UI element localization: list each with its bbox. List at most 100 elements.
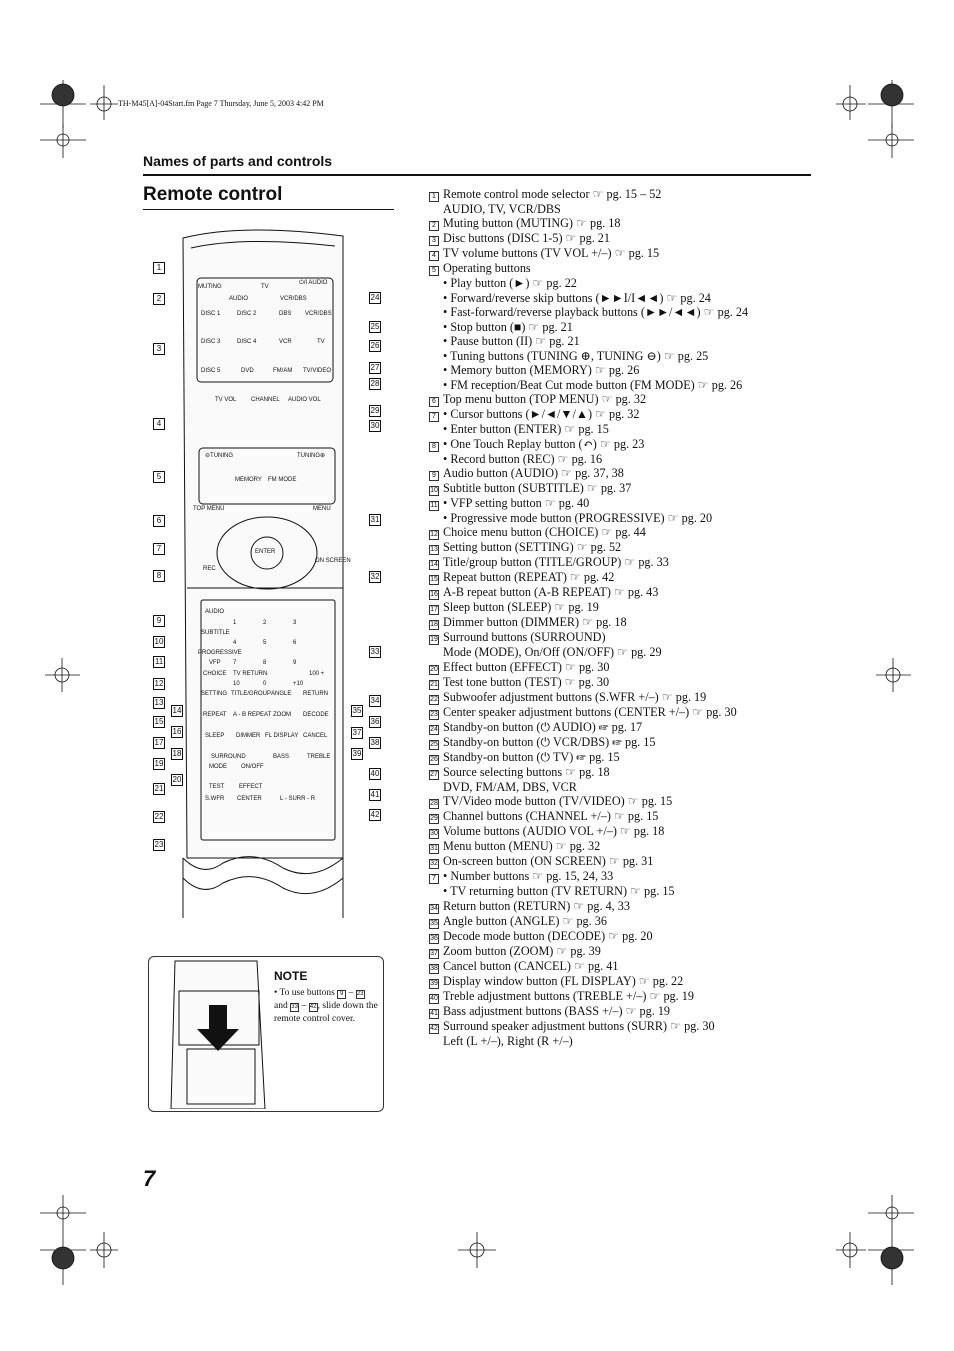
audiovol-label: AUDIO VOL	[288, 397, 321, 403]
part-number-box: 13	[429, 545, 439, 556]
surr-label: L - SURR - R	[280, 796, 316, 802]
callout-17: 17	[153, 737, 165, 749]
parts-list-line: 8 • One Touch Replay button (↶) ☞ pg. 23	[429, 437, 819, 452]
disc4-label: DISC 4	[237, 339, 257, 345]
crop-mark-bottom-center	[458, 1232, 496, 1268]
part-description: • Fast-forward/reverse playback buttons …	[443, 305, 749, 320]
note-text-b: , slide down the remote control cover.	[274, 1001, 378, 1024]
callout-1: 1	[153, 262, 165, 274]
parts-list-line: • Record button (REC) ☞ pg. 16	[429, 452, 819, 466]
setting-label: SETTING	[201, 691, 228, 697]
part-number-box: 21	[429, 679, 439, 690]
part-number-box: 7	[429, 874, 439, 885]
slide-cover-illustration	[170, 960, 266, 1109]
part-number-box: 32	[429, 859, 439, 870]
part-description: Surround buttons (SURROUND)	[443, 630, 606, 645]
part-description: A-B repeat button (A-B REPEAT) ☞ pg. 43	[443, 585, 659, 600]
part-number-box: 24	[429, 724, 439, 735]
part-description: • One Touch Replay button (↶) ☞ pg. 23	[443, 436, 645, 451]
part-description: Repeat button (REPEAT) ☞ pg. 42	[443, 570, 615, 585]
part-description: On-screen button (ON SCREEN) ☞ pg. 31	[443, 854, 654, 869]
part-description: Source selecting buttons ☞ pg. 18	[443, 764, 610, 779]
subtitle-label: SUBTITLE	[201, 630, 230, 636]
callout-7: 7	[153, 543, 165, 555]
part-number-box: 4	[429, 251, 439, 262]
tv-power-label: TV	[317, 339, 325, 345]
part-description: TV/Video mode button (TV/VIDEO) ☞ pg. 15	[443, 794, 673, 809]
angle-label: ANGLE	[271, 691, 292, 697]
mode-label: MODE	[209, 764, 227, 770]
parts-list-line: • Progressive mode button (PROGRESSIVE) …	[429, 511, 819, 525]
num-8: 8	[263, 660, 267, 666]
parts-list-line: • Tuning buttons (TUNING ⊕, TUNING ⊖) ☞ …	[429, 349, 819, 363]
part-description: Center speaker adjustment buttons (CENTE…	[443, 704, 737, 719]
parts-list-line: 12 Choice menu button (CHOICE) ☞ pg. 44	[429, 525, 819, 541]
part-description: Display window button (FL DISPLAY) ☞ pg.…	[443, 973, 684, 988]
part-number-box: 35	[429, 918, 439, 929]
part-description: • Cursor buttons (►/◄/▼/▲) ☞ pg. 32	[443, 407, 640, 422]
crop-mark-bottom-left	[40, 1195, 118, 1285]
enter-label: ENTER	[255, 549, 276, 555]
callout-3: 3	[153, 343, 165, 355]
note-box-9: 9	[337, 990, 347, 999]
callout-38: 38	[369, 737, 381, 749]
tvvol-label: TV VOL	[215, 397, 237, 403]
fmam-label: FM/AM	[273, 368, 293, 374]
cancel-label: CANCEL	[303, 733, 328, 739]
page-title: Remote control	[143, 184, 283, 205]
disc3-label: DISC 3	[201, 339, 221, 345]
parts-list-line: • TV returning button (TV RETURN) ☞ pg. …	[429, 884, 819, 898]
crop-mark-bottom-right	[836, 1195, 914, 1285]
callout-41: 41	[369, 789, 381, 801]
callout-25: 25	[369, 321, 381, 333]
part-description: Disc buttons (DISC 1-5) ☞ pg. 21	[443, 231, 610, 246]
muting-label: MUTING	[198, 284, 222, 290]
audio-mode-label: AUDIO	[229, 296, 249, 302]
menu-label: MENU	[313, 506, 331, 512]
part-description: • TV returning button (TV RETURN) ☞ pg. …	[443, 884, 675, 899]
part-description: Operating buttons	[443, 261, 531, 276]
num-7: 7	[233, 660, 237, 666]
part-number-box: 36	[429, 933, 439, 944]
callout-42: 42	[369, 809, 381, 821]
parts-list-line: • Enter button (ENTER) ☞ pg. 15	[429, 422, 819, 436]
part-number-box: 11	[429, 500, 439, 511]
part-number-box: 23	[429, 709, 439, 720]
part-number-box: 12	[429, 530, 439, 541]
callout-22: 22	[153, 811, 165, 823]
num-6: 6	[293, 640, 297, 646]
callout-37: 37	[351, 727, 363, 739]
part-description: • Tuning buttons (TUNING ⊕, TUNING ⊖) ☞ …	[443, 348, 709, 363]
rec-label: REC	[203, 566, 216, 572]
callout-4: 4	[153, 418, 165, 430]
num-3: 3	[293, 620, 297, 626]
parts-list-line: • Forward/reverse skip buttons (►►I/I◄◄)…	[429, 291, 819, 305]
parts-list-line: 23 Center speaker adjustment buttons (CEN…	[429, 705, 819, 720]
callout-11: 11	[153, 656, 165, 668]
callout-35: 35	[351, 705, 363, 717]
callout-2: 2	[153, 293, 165, 305]
num-2: 2	[263, 620, 267, 626]
abrepeat-label: A - B REPEAT	[233, 712, 272, 718]
part-description: Choice menu button (CHOICE) ☞ pg. 44	[443, 525, 646, 540]
tv-label: TV	[261, 284, 269, 290]
remote-body	[182, 229, 344, 918]
part-number-box: 9	[429, 470, 439, 481]
part-description: Setting button (SETTING) ☞ pg. 52	[443, 540, 622, 555]
part-description: Subwoofer adjustment buttons (S.WFR +/–)…	[443, 689, 707, 704]
part-number-box: 8	[429, 441, 439, 452]
section-rule	[143, 174, 811, 176]
